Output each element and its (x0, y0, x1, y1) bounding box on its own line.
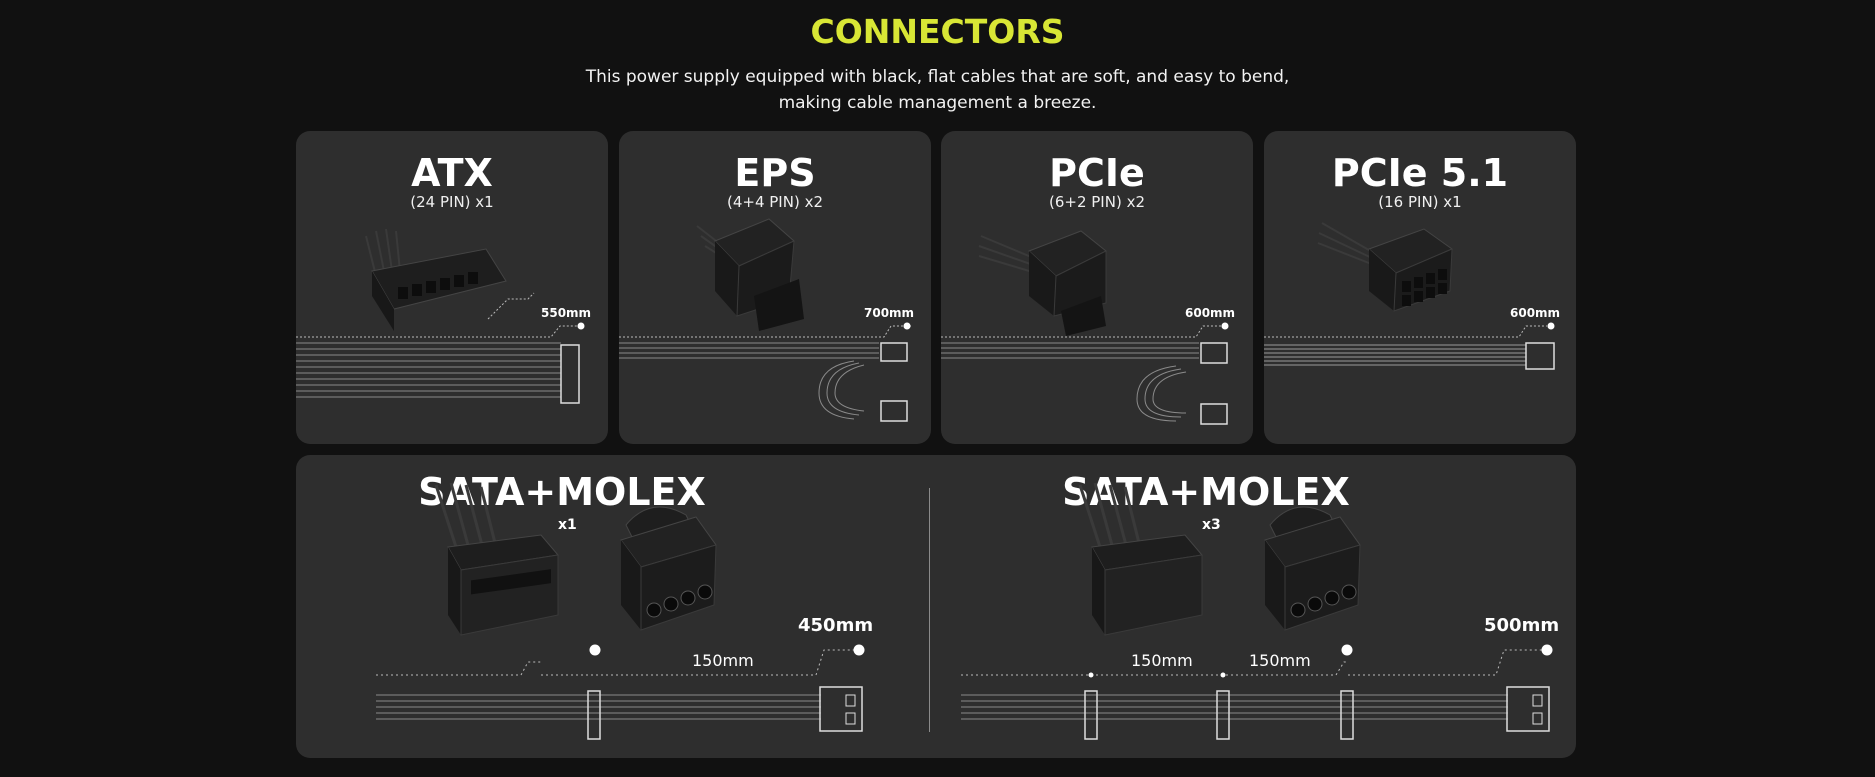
connector-spec: (16 PIN) x1 (1378, 193, 1462, 211)
cable-segment-length: 150mm (1249, 651, 1311, 670)
connector-name: ATX (411, 151, 493, 195)
sata-quantity: x3 (1202, 517, 1221, 533)
connector-spec: (4+4 PIN) x2 (726, 193, 823, 211)
connector-card-atx: ATX (24 PIN) x1 550mm (296, 131, 608, 444)
connector-name: PCIe 5.1 (1331, 151, 1509, 195)
eps-connector-illustration (619, 218, 911, 422)
connector-spec: (6+2 PIN) x2 (1048, 193, 1145, 211)
cable-segment-length: 150mm (692, 651, 754, 670)
cable-length: 450mm (798, 615, 874, 636)
pcie-connector-illustration (941, 230, 1229, 425)
page-description: This power supply equipped with black, f… (585, 67, 1290, 113)
connector-card-pcie: PCIe (6+2 PIN) x2 600mm (941, 131, 1253, 444)
cable-length: 500mm (1484, 615, 1560, 636)
cable-length: 600mm (1185, 306, 1236, 320)
cable-segment-length: 150mm (1131, 651, 1193, 670)
cable-length: 550mm (541, 306, 592, 320)
section-divider (929, 488, 930, 732)
page-title: CONNECTORS (810, 12, 1065, 51)
connector-name: EPS (734, 151, 816, 195)
sata-molex-card: SATA+MOLEX x1 x1 450mm 150mm SATA+MOLEX … (296, 455, 1576, 758)
cable-length: 700mm (864, 306, 915, 320)
sata-quantity: x1 (558, 517, 577, 533)
cable-length: 600mm (1510, 306, 1561, 320)
connector-card-eps: EPS (4+4 PIN) x2 700mm (619, 131, 931, 444)
connector-spec: (24 PIN) x1 (410, 193, 494, 211)
connector-name: PCIe (1049, 151, 1145, 195)
connector-card-pcie-5-1: PCIe 5.1 (16 PIN) x1 600mm (1264, 131, 1576, 444)
sata-molex-illustration (376, 482, 1553, 740)
pcie-5-1-connector-illustration (1264, 222, 1555, 370)
atx-connector-illustration (296, 228, 585, 404)
